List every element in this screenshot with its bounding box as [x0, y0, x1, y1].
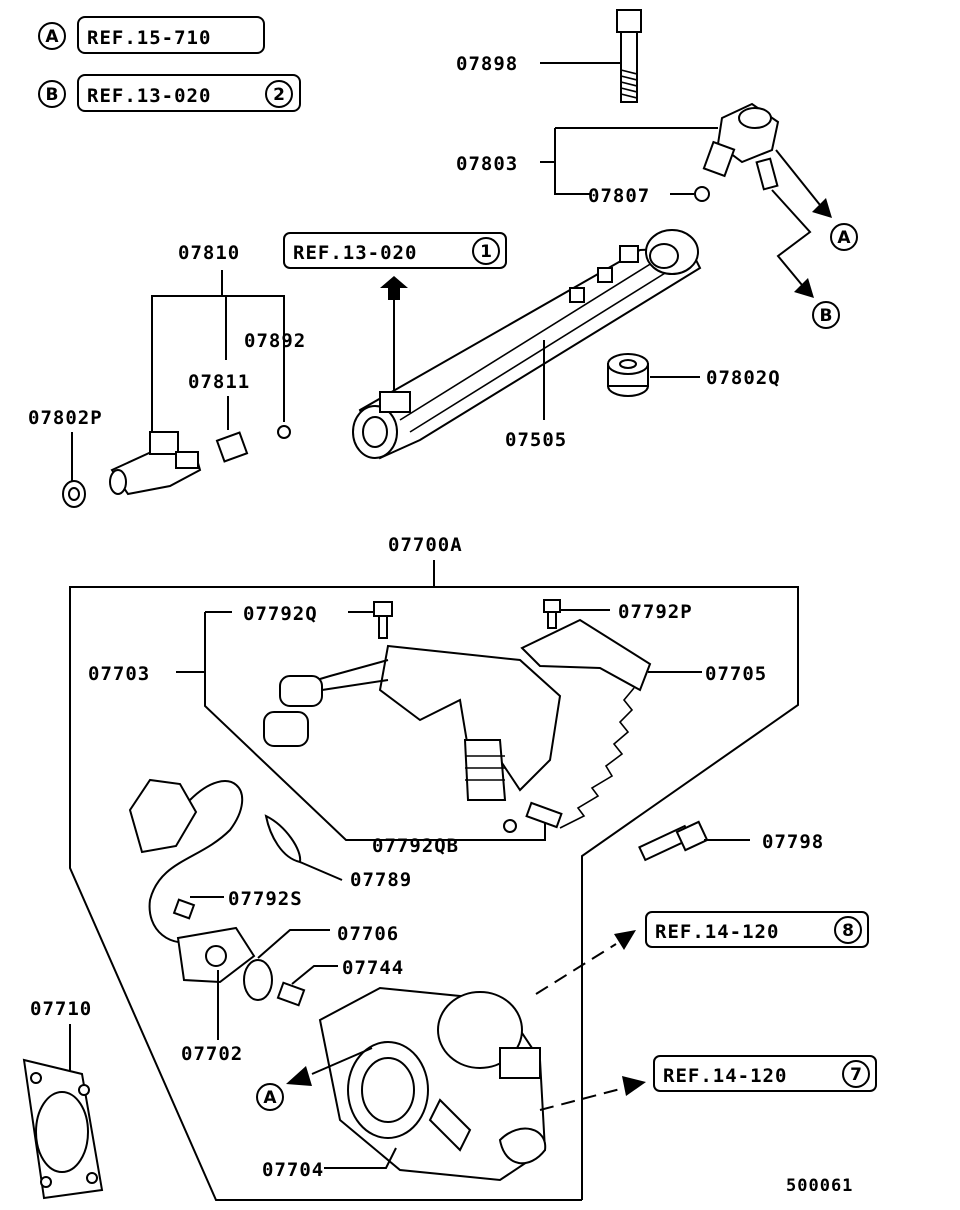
marker-a-bottom: A — [263, 1088, 277, 1108]
label-07807: 07807 — [588, 185, 650, 207]
injector-drawing — [109, 431, 202, 496]
legend-ref-b-circle: 2 — [273, 85, 285, 105]
label-07803: 07803 — [456, 153, 518, 175]
label-07892: 07892 — [244, 330, 306, 352]
rail-ref-text: REF.13-020 — [293, 242, 417, 264]
insulator-07802Q-drawing — [607, 353, 649, 397]
label-07792Q: 07792Q — [243, 603, 318, 625]
ref7-circle: 7 — [850, 1065, 862, 1085]
o-ring-07807 — [694, 186, 710, 202]
legend-ref-b: B REF.13-020 2 — [38, 74, 301, 112]
marker-a-top: A — [837, 228, 851, 248]
screw-07744 — [276, 981, 306, 1007]
bolt-07898-drawing — [616, 9, 642, 103]
bolt-07792P-drawing — [543, 599, 561, 629]
label-07802P: 07802P — [28, 407, 103, 429]
bolt-07798-drawing — [638, 820, 709, 862]
label-07704: 07704 — [262, 1159, 324, 1181]
label-07792S: 07792S — [228, 888, 303, 910]
spring — [559, 687, 635, 829]
fuel-rail-drawing — [352, 229, 702, 460]
label-07710: 07710 — [30, 998, 92, 1020]
label-07706: 07706 — [337, 923, 399, 945]
ref8-box — [645, 911, 869, 948]
o-ring-07706 — [243, 959, 273, 1001]
rail-ref-box — [283, 232, 507, 269]
ref8-circle: 8 — [842, 921, 854, 941]
diagram-code: 500061 — [786, 1176, 853, 1196]
bolt-07792QB-drawing — [525, 801, 563, 829]
gasket-07710-drawing — [22, 1058, 104, 1200]
label-07789: 07789 — [350, 869, 412, 891]
label-07802Q: 07802Q — [706, 367, 781, 389]
label-07703: 07703 — [88, 663, 150, 685]
bolt-07792Q-drawing — [373, 601, 393, 639]
label-07798: 07798 — [762, 831, 824, 853]
label-07811: 07811 — [188, 371, 250, 393]
ref7-box — [653, 1055, 877, 1092]
pressure-regulator-drawing — [702, 102, 780, 191]
rail-ref-circle: 1 — [480, 242, 492, 262]
legend-marker-b: B — [46, 85, 59, 105]
o-ring-07892 — [277, 425, 291, 439]
ref7-text: REF.14-120 — [663, 1065, 787, 1087]
label-07810: 07810 — [178, 242, 240, 264]
harness-07702-drawing — [128, 778, 256, 984]
throttle-body-drawing — [318, 986, 547, 1182]
label-07702: 07702 — [181, 1043, 243, 1065]
manifold-07703-drawing — [263, 644, 563, 833]
label-07792QB: 07792QB — [372, 835, 459, 857]
label-07792P: 07792P — [618, 601, 693, 623]
marker-b-top: B — [820, 306, 833, 326]
legend-ref-b-text: REF.13-020 — [87, 85, 211, 107]
legend-ref-a-text: REF.15-710 — [87, 27, 211, 49]
label-07744: 07744 — [342, 957, 404, 979]
assembly-frame — [69, 586, 799, 1201]
tie-07789 — [264, 814, 302, 864]
label-07898: 07898 — [456, 53, 518, 75]
label-07700A: 07700A — [388, 534, 463, 556]
ref8-text: REF.14-120 — [655, 921, 779, 943]
label-07705: 07705 — [705, 663, 767, 685]
label-07505: 07505 — [505, 429, 567, 451]
bracket-07705 — [520, 618, 652, 692]
legend-marker-a: A — [45, 27, 59, 47]
legend-ref-a: A REF.15-710 — [38, 16, 265, 54]
clip-07811 — [215, 431, 249, 463]
